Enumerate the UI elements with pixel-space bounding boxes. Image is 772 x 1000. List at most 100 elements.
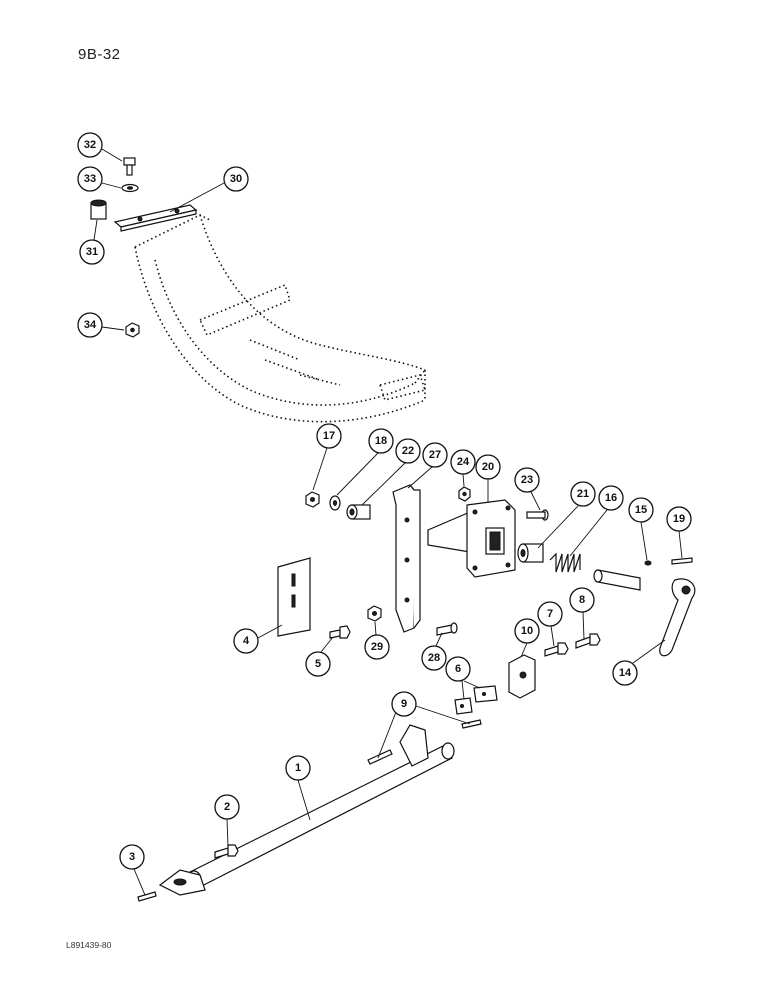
callout-label: 33 <box>84 173 96 185</box>
cotter-pin-3 <box>137 891 157 902</box>
block-10 <box>508 654 536 699</box>
callout-circle <box>450 449 476 475</box>
callout-label: 28 <box>428 652 440 664</box>
callout-circle <box>223 166 249 192</box>
housing-20 <box>427 499 516 578</box>
callout-circle <box>391 691 417 717</box>
callout-label: 2 <box>224 801 230 813</box>
plates-6 <box>454 685 498 715</box>
callout-10: 10 <box>514 618 540 644</box>
callout-circle <box>422 442 448 468</box>
callout-14: 14 <box>612 660 638 686</box>
callout-label: 21 <box>577 488 589 500</box>
callout-33: 33 <box>77 166 103 192</box>
callout-4: 4 <box>233 628 259 654</box>
bracket-27 <box>392 484 421 633</box>
callout-22: 22 <box>395 438 421 464</box>
link-arm-14 <box>659 578 696 657</box>
strap-plate-30 <box>113 204 198 232</box>
callout-label: 16 <box>605 492 617 504</box>
leader-lines <box>93 148 683 896</box>
bushing-22 <box>346 504 371 520</box>
bolt-32 <box>123 157 136 176</box>
callout-circle <box>569 587 595 613</box>
callout-circle <box>305 651 331 677</box>
callout-circle <box>445 656 471 682</box>
callout-18: 18 <box>368 428 394 454</box>
nut-29 <box>367 605 382 622</box>
callout-circle <box>628 497 654 523</box>
bolt-8 <box>575 633 601 649</box>
callout-circle <box>79 239 105 265</box>
callout-2: 2 <box>214 794 240 820</box>
callout-circle <box>421 645 447 671</box>
callout-7: 7 <box>537 601 563 627</box>
callout-label: 30 <box>230 173 242 185</box>
callout-label: 10 <box>521 625 533 637</box>
callout-label: 23 <box>521 474 533 486</box>
callout-circle <box>570 481 596 507</box>
callout-circle <box>612 660 638 686</box>
callout-8: 8 <box>569 587 595 613</box>
callout-label: 6 <box>455 663 461 675</box>
callout-15: 15 <box>628 497 654 523</box>
callout-16: 16 <box>598 485 624 511</box>
callout-20: 20 <box>475 454 501 480</box>
callout-label: 22 <box>402 445 414 457</box>
callout-24: 24 <box>450 449 476 475</box>
callout-30: 30 <box>223 166 249 192</box>
callout-28: 28 <box>421 645 447 671</box>
callout-label: 15 <box>635 504 647 516</box>
callout-label: 24 <box>457 456 470 468</box>
callout-27: 27 <box>422 442 448 468</box>
callout-label: 1 <box>295 762 301 774</box>
callout-label: 9 <box>401 698 407 710</box>
callout-circle <box>285 755 311 781</box>
bolt-2 <box>214 844 239 859</box>
callout-label: 27 <box>429 449 441 461</box>
drawing-code: L891439-80 <box>66 940 112 950</box>
bushing-21 <box>517 543 544 563</box>
callout-29: 29 <box>364 634 390 660</box>
callout-5: 5 <box>305 651 331 677</box>
bolt-5 <box>329 625 351 639</box>
screw-28 <box>436 622 458 636</box>
callout-9: 9 <box>391 691 417 717</box>
crossbar-tube-1 <box>158 724 455 896</box>
callout-label: 19 <box>673 513 685 525</box>
callout-label: 5 <box>315 658 321 670</box>
pin-shaft <box>593 569 641 591</box>
callout-circle <box>598 485 624 511</box>
callout-34: 34 <box>77 312 103 338</box>
callout-19: 19 <box>666 506 692 532</box>
nut-17 <box>305 491 320 508</box>
cotter-pin-19 <box>671 557 693 565</box>
callout-circle <box>475 454 501 480</box>
cotter-pins-9 <box>367 719 482 765</box>
callout-circle <box>666 506 692 532</box>
callout-label: 32 <box>84 139 96 151</box>
nut-24 <box>458 486 471 502</box>
callout-6: 6 <box>445 656 471 682</box>
callout-circle <box>77 312 103 338</box>
callout-label: 7 <box>547 608 553 620</box>
callout-circle <box>514 467 540 493</box>
callout-label: 31 <box>86 246 98 258</box>
callout-17: 17 <box>316 423 342 449</box>
callout-circle <box>537 601 563 627</box>
callout-21: 21 <box>570 481 596 507</box>
callout-circle <box>316 423 342 449</box>
callout-23: 23 <box>514 467 540 493</box>
callout-circle <box>214 794 240 820</box>
callout-circle <box>514 618 540 644</box>
screw-23 <box>526 509 549 521</box>
callout-circle <box>77 132 103 158</box>
callout-label: 20 <box>482 461 494 473</box>
spacer-31 <box>90 199 107 220</box>
washer-18 <box>329 495 341 511</box>
callout-3: 3 <box>119 844 145 870</box>
callout-circle <box>395 438 421 464</box>
callout-circle <box>77 166 103 192</box>
callout-label: 34 <box>84 319 97 331</box>
callout-label: 29 <box>371 641 383 653</box>
